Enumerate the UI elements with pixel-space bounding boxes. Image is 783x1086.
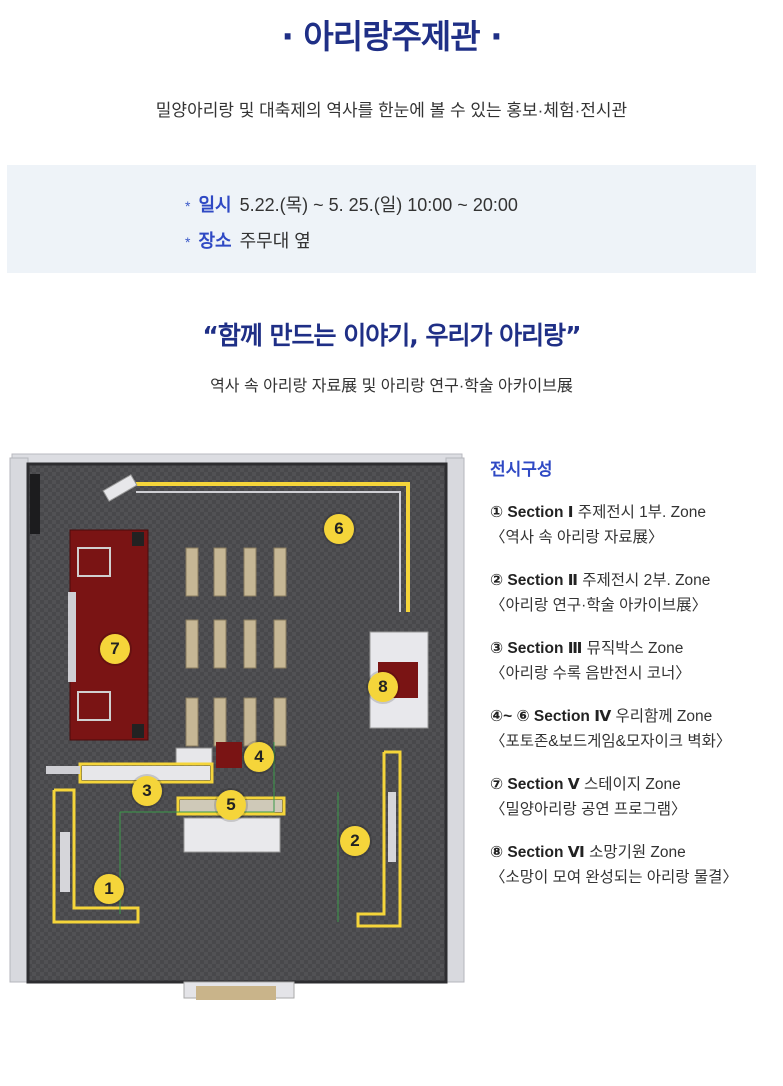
date-value: 5.22.(목) ~ 5. 25.(일) 10:00 ~ 20:00 [239, 195, 518, 215]
page-title: · 아리랑주제관 · [281, 17, 502, 56]
legend-zone: 주제전시 2부. Zone [577, 572, 711, 589]
legend-section: ⑦ Section Ⅴ [490, 776, 580, 793]
legend-zone: 우리함께 Zone [611, 708, 713, 725]
bullet-star-icon: * [185, 234, 191, 250]
legend-section: ② Section Ⅱ [490, 572, 578, 589]
legend-item: ⑦ Section Ⅴ 스테이지 Zone 〈밀양아리랑 공연 프로그램〉 [490, 772, 780, 822]
zone-badge-3: 3 [132, 776, 162, 806]
info-box: * 일시 5.22.(목) ~ 5. 25.(일) 10:00 ~ 20:00 … [7, 165, 756, 273]
zone-badge-5: 5 [216, 790, 246, 820]
info-place-row: * 장소 주무대 옆 [185, 227, 311, 253]
legend-desc: 〈아리랑 연구·학술 아카이브展〉 [490, 597, 708, 614]
floor-plan: 6 7 8 4 3 5 2 1 [8, 452, 466, 1000]
zone-badge-7: 7 [100, 634, 130, 664]
zone-badge-4: 4 [244, 742, 274, 772]
legend-section: ⑧ Section Ⅵ [490, 844, 585, 861]
legend-desc: 〈역사 속 아리랑 자료展〉 [490, 529, 664, 546]
zone-badge-6: 6 [324, 514, 354, 544]
legend-section: ③ Section Ⅲ [490, 640, 583, 657]
legend-item: ③ Section Ⅲ 뮤직박스 Zone 〈아리랑 수록 음반전시 코너〉 [490, 636, 780, 686]
bullet-star-icon: * [185, 198, 191, 214]
floor-plan-drawing [8, 452, 466, 1000]
exhibit-legend: 전시구성 ① Section Ⅰ 주제전시 1부. Zone 〈역사 속 아리랑… [490, 455, 780, 908]
legend-zone: 소망기원 Zone [584, 844, 686, 861]
legend-item: ① Section Ⅰ 주제전시 1부. Zone 〈역사 속 아리랑 자료展〉 [490, 500, 780, 550]
legend-desc: 〈아리랑 수록 음반전시 코너〉 [490, 665, 691, 682]
legend-section: ④~ ⑥ Section Ⅳ [490, 708, 612, 725]
legend-desc: 〈밀양아리랑 공연 프로그램〉 [490, 801, 687, 818]
legend-zone: 주제전시 1부. Zone [573, 504, 706, 521]
legend-zone: 뮤직박스 Zone [582, 640, 684, 657]
zone-badge-8: 8 [368, 672, 398, 702]
legend-item: ② Section Ⅱ 주제전시 2부. Zone 〈아리랑 연구·학술 아카이… [490, 568, 780, 618]
page-subtitle: 밀양아리랑 및 대축제의 역사를 한눈에 볼 수 있는 홍보·체험·전시관 [155, 101, 628, 120]
zone-badge-2: 2 [340, 826, 370, 856]
legend-item: ④~ ⑥ Section Ⅳ 우리함께 Zone 〈포토존&보드게임&모자이크 … [490, 704, 780, 754]
legend-item: ⑧ Section Ⅵ 소망기원 Zone 〈소망이 모여 완성되는 아리랑 물… [490, 840, 780, 890]
legend-title: 전시구성 [490, 460, 553, 479]
legend-desc: 〈포토존&보드게임&모자이크 벽화〉 [490, 733, 732, 750]
date-label: 일시 [198, 195, 232, 215]
legend-desc: 〈소망이 모여 완성되는 아리랑 물결〉 [490, 869, 738, 886]
exhibit-headline: “함께 만드는 이야기, 우리가 아리랑” [202, 321, 581, 350]
legend-zone: 스테이지 Zone [579, 776, 681, 793]
place-value: 주무대 옆 [239, 231, 311, 251]
zone-badge-1: 1 [94, 874, 124, 904]
legend-section: ① Section Ⅰ [490, 504, 574, 521]
place-label: 장소 [198, 231, 232, 251]
info-date-row: * 일시 5.22.(목) ~ 5. 25.(일) 10:00 ~ 20:00 [185, 191, 518, 217]
exhibit-subline: 역사 속 아리랑 자료展 및 아리랑 연구·학술 아카이브展 [210, 378, 573, 395]
